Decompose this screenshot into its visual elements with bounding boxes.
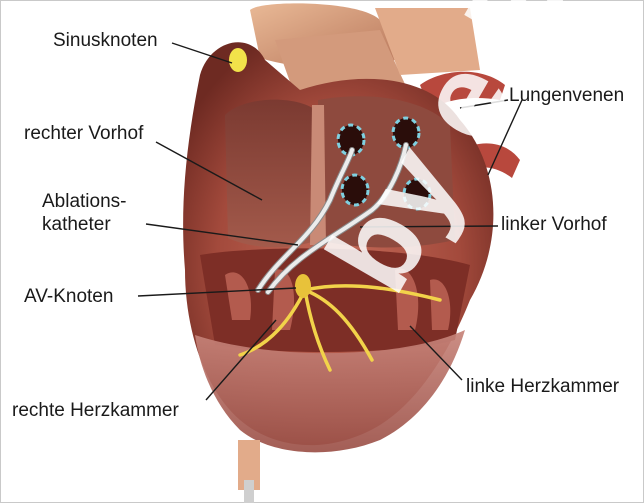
label-rechte-herzkammer: rechte Herzkammer: [12, 400, 179, 422]
label-linker-vorhof: linker Vorhof: [501, 214, 607, 236]
label-linke-herzkammer: linke Herzkammer: [466, 376, 619, 398]
label-ablationskatheter-line2: katheter: [42, 214, 111, 236]
label-lungenvenen: Lungenvenen: [509, 85, 624, 107]
label-av-knoten: AV-Knoten: [24, 286, 113, 308]
label-ablationskatheter-line1: Ablations-: [42, 191, 127, 213]
right-atrium-interior: [225, 100, 318, 248]
av-node: [295, 274, 311, 298]
sinus-node: [229, 48, 247, 72]
label-rechter-vorhof: rechter Vorhof: [24, 123, 143, 145]
label-sinusknoten: Sinusknoten: [53, 30, 158, 52]
